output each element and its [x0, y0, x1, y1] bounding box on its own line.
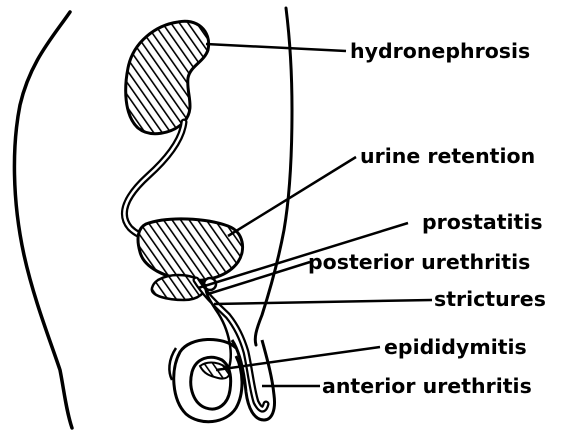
abdominal-wall	[255, 8, 292, 345]
body-outline	[14, 12, 72, 428]
bladder	[138, 219, 243, 280]
label-strictures: strictures	[434, 287, 546, 311]
label-hydronephrosis: hydronephrosis	[350, 39, 530, 63]
leader-hydronephrosis	[206, 44, 346, 51]
leader-urine-retention	[228, 157, 356, 236]
label-urine-retention: urine retention	[360, 144, 535, 168]
kidney	[126, 21, 209, 133]
label-posterior-urethritis: posterior urethritis	[308, 250, 530, 274]
label-epididymitis: epididymitis	[384, 335, 527, 359]
label-anterior-urethritis: anterior urethritis	[322, 374, 532, 398]
leader-strictures	[214, 300, 432, 304]
label-prostatitis: prostatitis	[422, 210, 543, 234]
